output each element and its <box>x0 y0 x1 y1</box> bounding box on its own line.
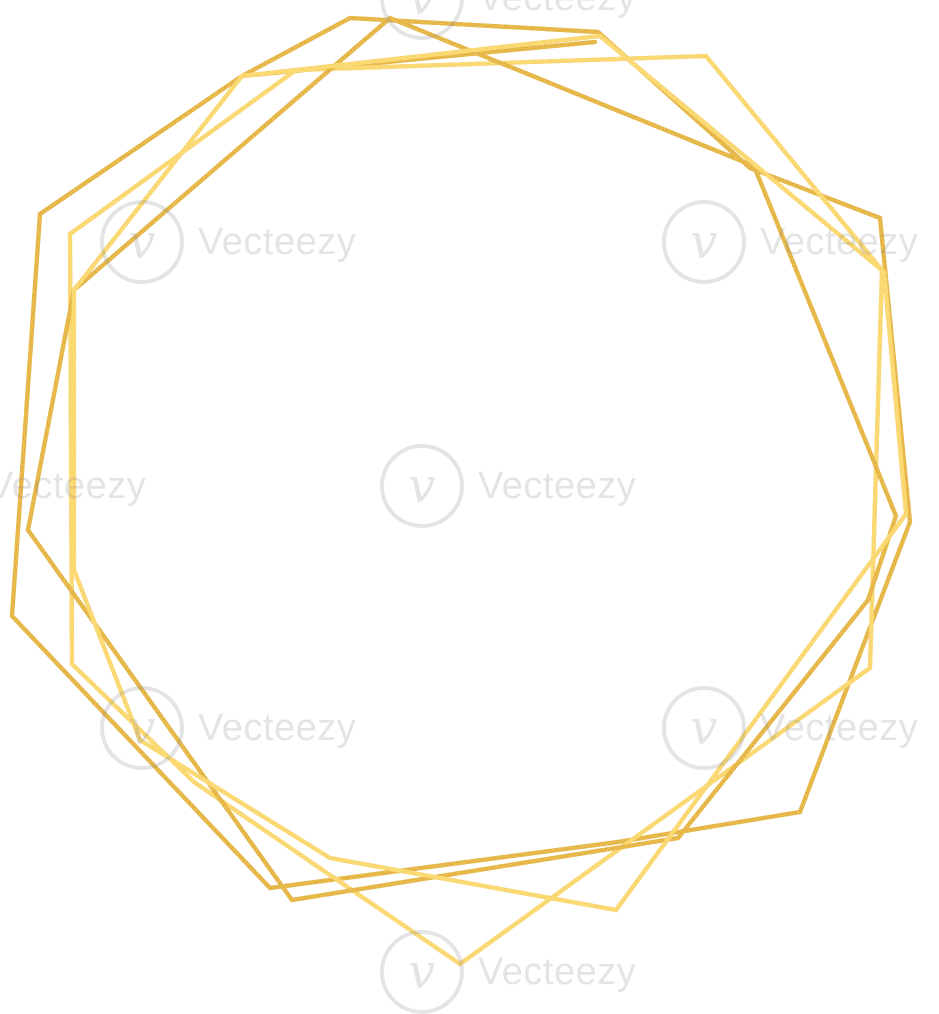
watermark-text: Vecteezy <box>478 0 636 20</box>
frame-polygon-a <box>9 15 913 891</box>
watermark-text: Vecteezy <box>198 220 357 263</box>
artwork-canvas: v Vecteezy v Vecteezy v Vecteezy v Vecte… <box>0 0 918 1014</box>
frame-polygon-d <box>71 33 909 913</box>
watermark-text: Vecteezy <box>760 706 919 749</box>
vecteezy-v-logo-icon: v <box>380 444 464 528</box>
watermark-text: Vecteezy <box>198 706 357 749</box>
watermark-upper-left: v Vecteezy <box>100 200 356 284</box>
watermark-center: v Vecteezy <box>380 444 636 528</box>
watermark-lower-right: v Vecteezy <box>662 686 918 770</box>
vecteezy-v-logo-icon: v <box>380 930 464 1014</box>
watermark-upper-right: v Vecteezy <box>662 200 918 284</box>
watermark-text: Vecteezy <box>478 464 637 507</box>
watermark-text: Vecteezy <box>760 220 919 263</box>
watermark-bottom-center: v Vecteezy <box>380 930 636 1014</box>
watermark-middle-left: v Vecteezy <box>0 444 146 528</box>
watermark-lower-left: v Vecteezy <box>100 686 356 770</box>
vecteezy-v-logo-icon: v <box>662 686 746 770</box>
vecteezy-v-logo-icon: v <box>380 0 464 40</box>
frame-polygon-c <box>25 15 899 903</box>
vecteezy-v-logo-icon: v <box>100 200 184 284</box>
vecteezy-v-logo-icon: v <box>100 686 184 770</box>
watermark-text: Vecteezy <box>0 464 147 507</box>
vecteezy-v-logo-icon: v <box>662 200 746 284</box>
watermark-text: Vecteezy <box>478 950 637 993</box>
watermark-top-center: v Vecteezy <box>380 0 636 40</box>
